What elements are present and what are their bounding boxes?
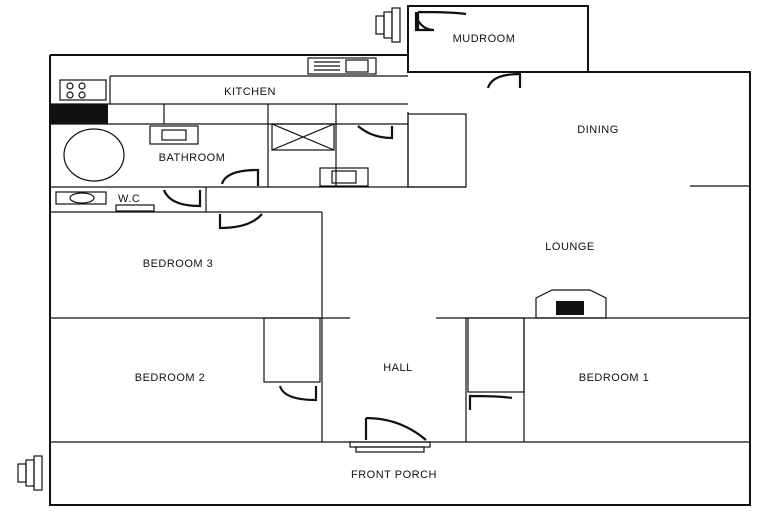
fridge-icon xyxy=(50,104,108,124)
mudroom-label: MUDROOM xyxy=(453,33,516,45)
entry-steps xyxy=(17,7,431,491)
front-porch-label: FRONT PORCH xyxy=(351,469,437,481)
kitchen-sink-icon xyxy=(307,57,377,75)
toilet-icon xyxy=(55,191,107,205)
bedroom3-label: BEDROOM 3 xyxy=(143,258,214,270)
bedroom1-label: BEDROOM 1 xyxy=(579,372,650,384)
fireplace-icon xyxy=(535,289,607,319)
bathroom-label: BATHROOM xyxy=(159,152,226,164)
bedroom2-label: BEDROOM 2 xyxy=(135,372,206,384)
bathtub-icon xyxy=(63,128,125,182)
fixtures xyxy=(50,57,607,319)
laundry-sink-icon xyxy=(319,167,369,187)
bathroom-sink-icon xyxy=(149,125,199,145)
lounge-label: LOUNGE xyxy=(545,241,594,253)
dining-label: DINING xyxy=(577,124,619,136)
wc-basin-icon xyxy=(115,204,155,212)
stove-icon xyxy=(59,79,107,101)
hall-label: HALL xyxy=(383,362,413,374)
kitchen-label: KITCHEN xyxy=(224,86,276,98)
room-labels: MUDROOM KITCHEN DINING BATHROOM W.C LOUN… xyxy=(118,33,649,481)
doors xyxy=(162,10,522,441)
wc-label: W.C xyxy=(118,193,140,205)
outer-walls xyxy=(49,5,751,506)
